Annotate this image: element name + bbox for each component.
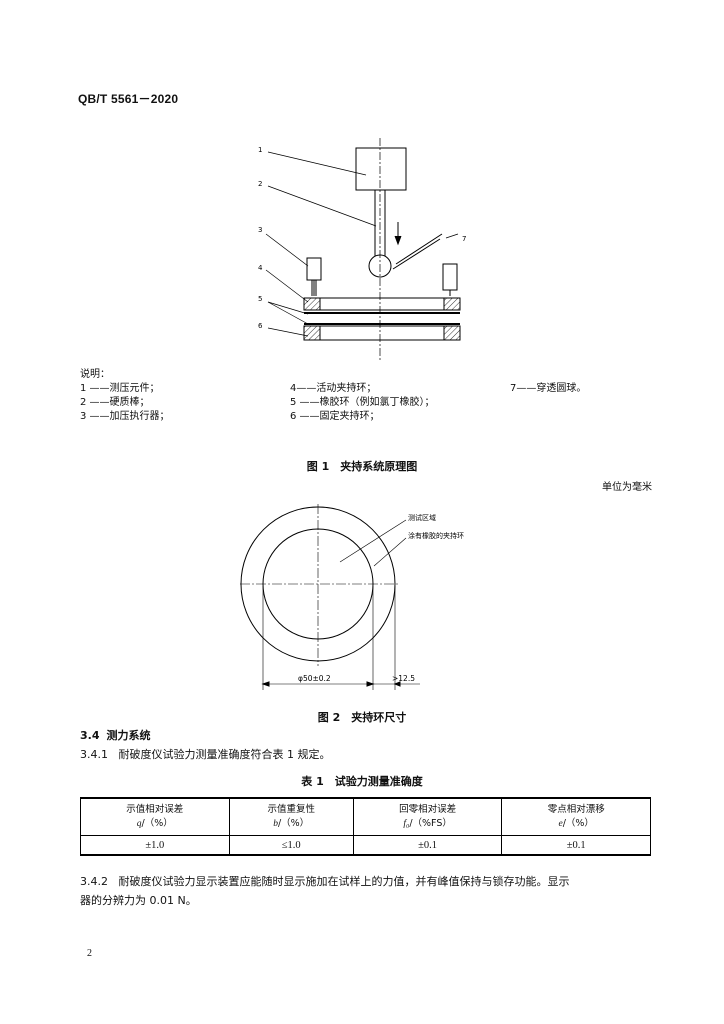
table-1-caption: 表 1 试验力测量准确度: [301, 775, 423, 788]
dim-diameter: φ50±0.2: [298, 674, 331, 683]
callout-3: 3: [258, 226, 262, 234]
unit-note: 单位为毫米: [602, 482, 652, 493]
paragraph-3-4-1: 3.4.1 耐破度仪试验力测量准确度符合表 1 规定。: [80, 748, 331, 761]
label-rubber-ring: 涂有橡胶的夹持环: [408, 531, 464, 540]
callout-4: 4: [258, 264, 263, 272]
figure-1-schematic: 1 2 3 4 5 6 7: [258, 138, 466, 360]
legend-col-1: 1 ——测压元件； 2 ——硬质棒； 3 ——加压执行器；: [80, 383, 170, 422]
table-cell: ±1.0: [80, 835, 230, 856]
legend-title: 说明：: [80, 369, 110, 380]
label-test-area: 测试区域: [408, 513, 436, 522]
callout-2: 2: [258, 180, 262, 188]
figure-2-caption: 图 2 夹持环尺寸: [317, 711, 407, 724]
fixed-clamp-ring: [303, 325, 461, 341]
section-heading: 3.4 测力系统: [80, 729, 151, 742]
actuator-left: [306, 257, 322, 281]
load-cell: [355, 147, 407, 191]
table-cell: ±0.1: [501, 835, 651, 856]
table-cell: ≤1.0: [228, 835, 354, 856]
legend-col-2: 4——活动夹持环； 5 ——橡胶环（例如氯丁橡胶）； 6 ——固定夹持环；: [290, 383, 435, 422]
callout-6: 6: [258, 322, 263, 330]
page-number: 2: [87, 948, 92, 959]
actuator-right: [442, 263, 458, 291]
dim-width: >12.5: [392, 674, 415, 683]
callout-5: 5: [258, 295, 262, 303]
callout-7: 7: [462, 235, 466, 243]
figure-2-clamp-ring: 测试区域 涂有橡胶的夹持环 φ50±0.2 >12.5: [240, 504, 464, 690]
callout-1: 1: [258, 146, 262, 154]
legend-col-3: 7——穿透圆球。: [510, 383, 587, 394]
figure-1-caption: 图 1 夹持系统原理图: [306, 460, 418, 473]
standard-number: QB/T 5561－2020: [78, 92, 179, 106]
paragraph-3-4-2: 3.4.2 耐破度仪试验力显示装置应能随时显示施加在试样上的力值，并有峰值保持与…: [80, 875, 570, 907]
movable-clamp-ring: [303, 297, 461, 311]
table-cell: ±0.1: [352, 835, 503, 856]
